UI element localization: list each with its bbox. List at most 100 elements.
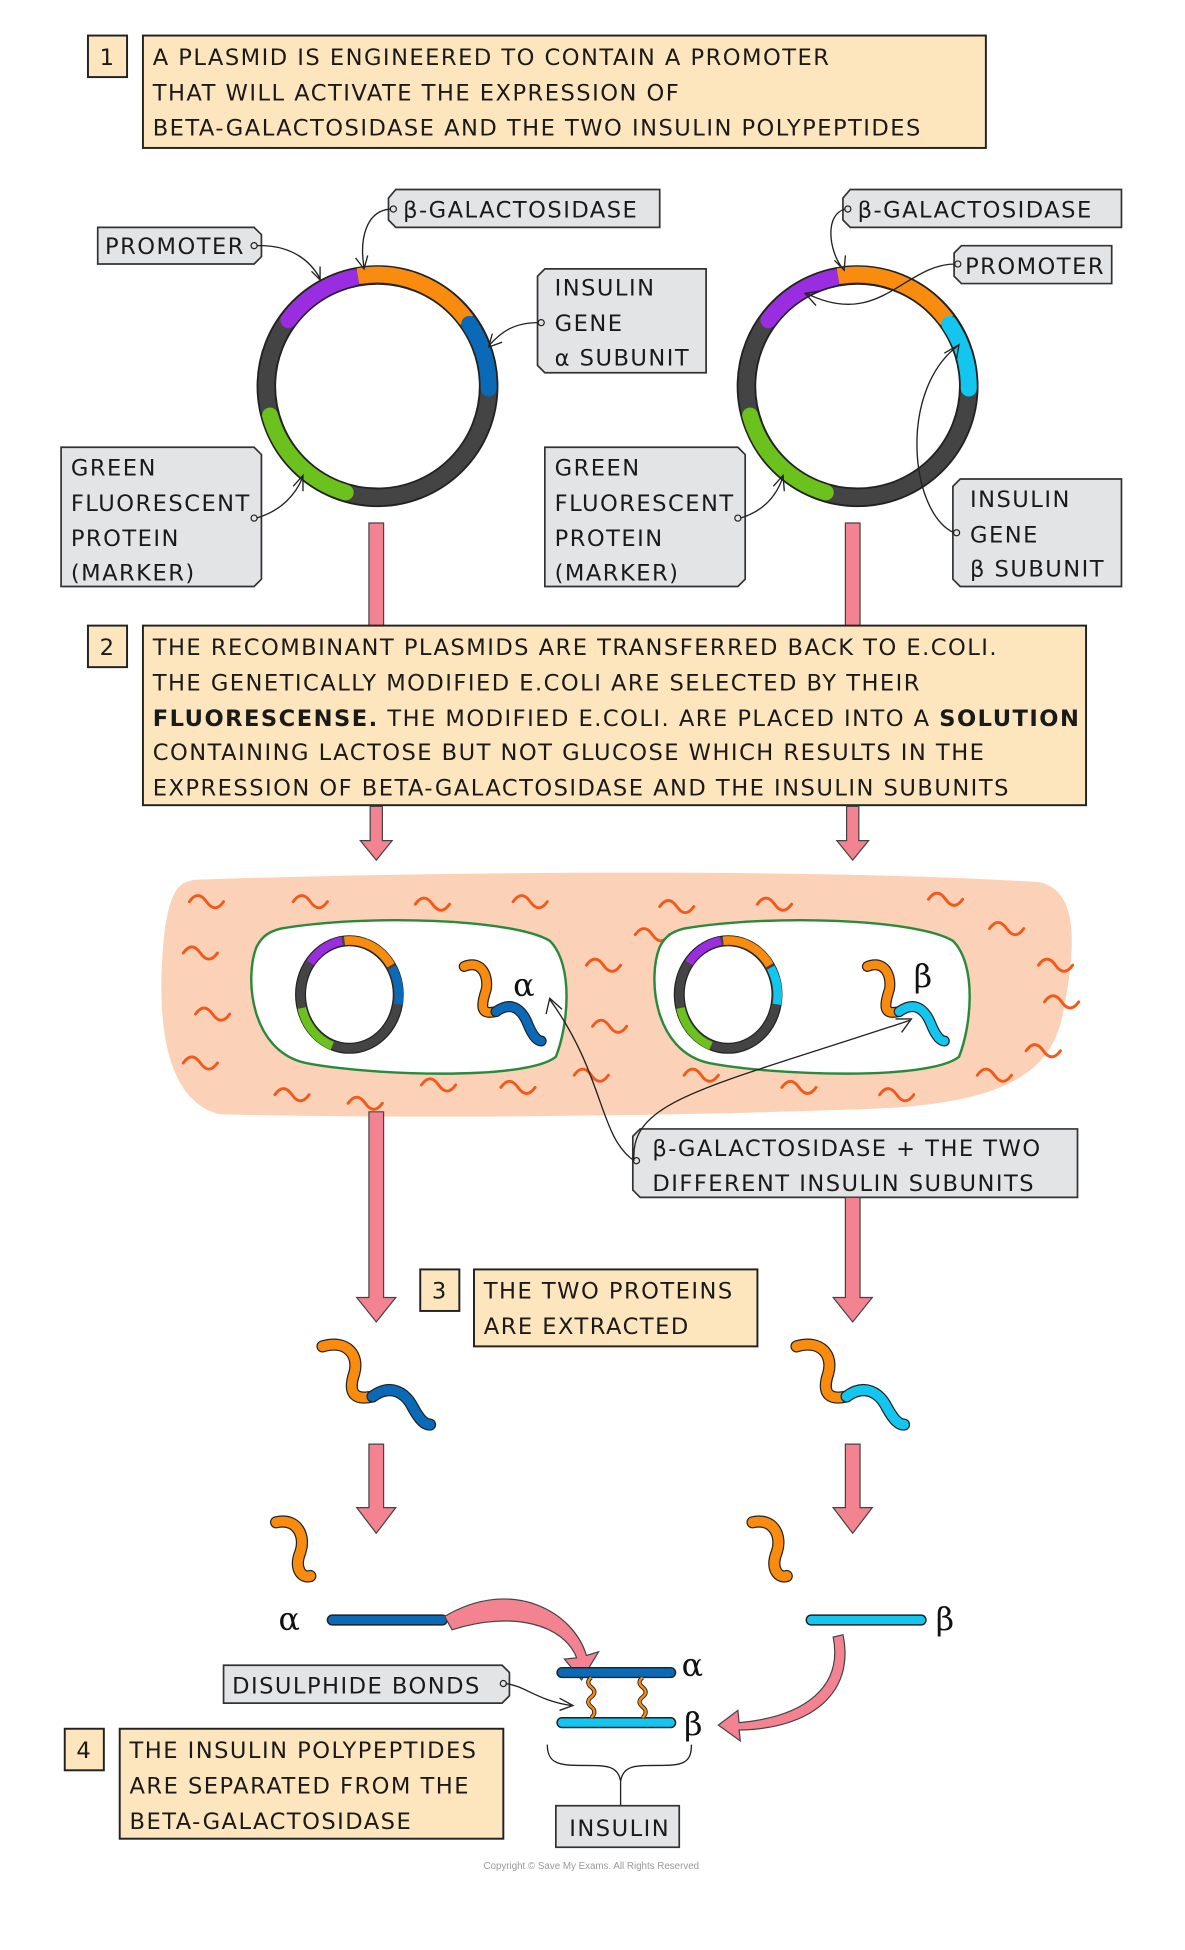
- insulin-beta-chain: [556, 1717, 677, 1729]
- tag-gfp-left-line-2: FLUORESCENT: [71, 491, 251, 517]
- lactose-squiggle: [780, 1079, 818, 1095]
- step-3-line-2: ARE EXTRACTED: [484, 1314, 690, 1340]
- step-3-number-box: [419, 1268, 461, 1312]
- plasmid-left-alpha-segment: [461, 315, 497, 397]
- lactose-squiggle: [193, 1006, 232, 1022]
- ecoli-right-plasmid-gfp: [676, 1006, 713, 1050]
- lactose-squiggle: [1036, 957, 1075, 973]
- connector-bar-left: [368, 522, 385, 627]
- tag-gfp-left: GREEN FLUORESCENT PROTEIN (MARKER): [60, 446, 304, 588]
- plasmid-right-betagal-segment: [836, 266, 954, 326]
- step-2-line-3: FLUORESCENSE. THE MODIFIED E.COLI. ARE P…: [153, 706, 1081, 732]
- ecoli-right-beta-symbol: β: [914, 959, 932, 995]
- pointer-gfp-left: [256, 476, 304, 519]
- disulphide-bond-2: [638, 1676, 647, 1719]
- plasmid-left-promoter-segment: [280, 269, 363, 329]
- pointer-promoter-left: [256, 244, 321, 279]
- lactose-squiggle: [181, 945, 219, 961]
- tag-insulin: INSULIN: [554, 1804, 681, 1849]
- plasmid-right-beta-segment: [941, 315, 977, 397]
- arrow-extract-right: [831, 1196, 874, 1323]
- lactose-squiggle: [511, 894, 549, 910]
- pointer-insulin-beta: [916, 345, 959, 534]
- ecoli-cell-right: β: [653, 919, 971, 1075]
- plasmid-left: [256, 265, 499, 508]
- tag-gfp-right-line-1: GREEN: [555, 455, 641, 481]
- arrow-separate-left: [355, 1443, 398, 1535]
- ecoli-left-plasmid-gfp: [297, 1006, 335, 1050]
- step-1-line-1: A PLASMID IS ENGINEERED TO CONTAIN A PRO…: [153, 45, 831, 71]
- step-4-line-2: ARE SEPARATED FROM THE: [129, 1774, 469, 1800]
- tag-expressed-proteins-line-2: DIFFERENT INSULIN SUBUNITS: [652, 1171, 1035, 1197]
- step-2-line-3-middle: THE MODIFIED E.COLI. ARE PLACED INTO A: [379, 706, 940, 732]
- plasmid-left-betagal-segment: [356, 266, 474, 326]
- lactose-squiggle: [975, 1067, 1013, 1083]
- tag-betagal-right-label: β-GALACTOSIDASE: [858, 198, 1093, 224]
- tag-gfp-left-line-4: (MARKER): [71, 560, 196, 586]
- pointer-gfp-right: [740, 476, 784, 519]
- step-4-text-box: [118, 1727, 505, 1840]
- lactose-squiggle: [181, 1055, 219, 1071]
- tag-promoter-left-label: PROMOTER: [105, 234, 245, 260]
- keyword-solution: SOLUTION: [939, 706, 1080, 732]
- tag-promoter-right: PROMOTER: [803, 244, 1113, 306]
- arrow-separate-right: [831, 1443, 874, 1535]
- step-1: 1 A PLASMID IS ENGINEERED TO CONTAIN A P…: [86, 34, 987, 149]
- tag-insulin-box: [554, 1804, 681, 1849]
- step-1-number-box: [86, 34, 129, 79]
- ecoli-right-betagal-protein: [863, 960, 904, 1017]
- step-2-number: 2: [100, 635, 116, 661]
- tag-gfp-right-line-3: PROTEIN: [555, 526, 664, 552]
- tag-insulin-alpha-left: INSULIN GENE α SUBUNIT: [487, 268, 707, 374]
- step-1-number: 1: [100, 45, 116, 71]
- extracted-protein-beta: [790, 1338, 911, 1431]
- lactose-squiggle: [584, 957, 623, 973]
- tag-disulphide-bonds: DISULPHIDE BONDS: [222, 1664, 575, 1712]
- separated-betagal-left: [271, 1516, 316, 1582]
- lactose-squiggle: [682, 1067, 720, 1083]
- pointer-promoter-right: [805, 263, 956, 306]
- curved-arrow-alpha: [443, 1598, 600, 1681]
- tag-insulin-beta-line-1: INSULIN: [970, 487, 1071, 513]
- tag-insulin-alpha-line-2: GENE: [555, 311, 624, 337]
- tag-gfp-right-line-4: (MARKER): [555, 560, 680, 586]
- step-2: 2 THE RECOMBINANT PLASMIDS ARE TRANSFERR…: [86, 624, 1088, 807]
- tag-betagal-left: β-GALACTOSIDASE: [354, 188, 661, 271]
- arrow-extract-left: [355, 1111, 398, 1323]
- pointer-alpha-protein: [549, 999, 635, 1162]
- tag-insulin-alpha-line-3: α SUBUNIT: [555, 345, 691, 371]
- step-1-text-box: [141, 34, 987, 149]
- step-3: 3 THE TWO PROTEINS ARE EXTRACTED: [419, 1268, 759, 1348]
- medium-lactose-molecules: [181, 891, 1081, 1111]
- lactose-squiggle: [988, 921, 1026, 937]
- ecoli-right-plasmid-betagal: [722, 936, 774, 968]
- assembled-insulin: α β: [546, 1648, 703, 1806]
- lactose-squiggle: [591, 1018, 629, 1034]
- step-1-line-2: THAT WILL ACTIVATE THE EXPRESSION OF: [152, 80, 680, 106]
- separated-alpha-chain: [326, 1614, 448, 1626]
- separated-beta-chain: [805, 1614, 927, 1626]
- pointer-beta-protein: [633, 1019, 911, 1161]
- insulin-alpha-chain: [556, 1666, 677, 1679]
- extracted-beta-betagal-part: [791, 1339, 852, 1403]
- lactose-squiggle: [420, 1077, 458, 1093]
- step-3-line-1: THE TWO PROTEINS: [483, 1279, 734, 1305]
- ecoli-left-alpha-protein: [491, 1002, 546, 1046]
- ecoli-left-plasmid-betagal: [344, 936, 395, 968]
- pointer-betagal-right: [830, 208, 846, 270]
- lactose-squiggle: [755, 896, 794, 912]
- lactose-squiggle: [572, 1067, 610, 1083]
- tag-promoter-left: PROMOTER: [96, 226, 321, 282]
- tag-betagal-right: β-GALACTOSIDASE: [830, 188, 1123, 272]
- extracted-alpha-betagal-part: [317, 1339, 378, 1403]
- ecoli-right-beta-protein: [894, 1002, 949, 1046]
- tag-insulin-beta-right: INSULIN GENE β SUBUNIT: [916, 343, 1123, 588]
- ecoli-left-plasmid-alpha: [388, 965, 404, 1005]
- lactose-squiggle: [346, 1095, 384, 1111]
- pointer-disulphide: [505, 1682, 572, 1707]
- step-4: 4 THE INSULIN POLYPEPTIDES ARE SEPARATED…: [63, 1727, 505, 1840]
- plasmid-right-promoter-segment: [760, 269, 843, 329]
- tag-insulin-beta-line-3: β SUBUNIT: [970, 557, 1105, 583]
- lactose-squiggle: [926, 891, 965, 907]
- curved-arrow-beta: [717, 1633, 846, 1743]
